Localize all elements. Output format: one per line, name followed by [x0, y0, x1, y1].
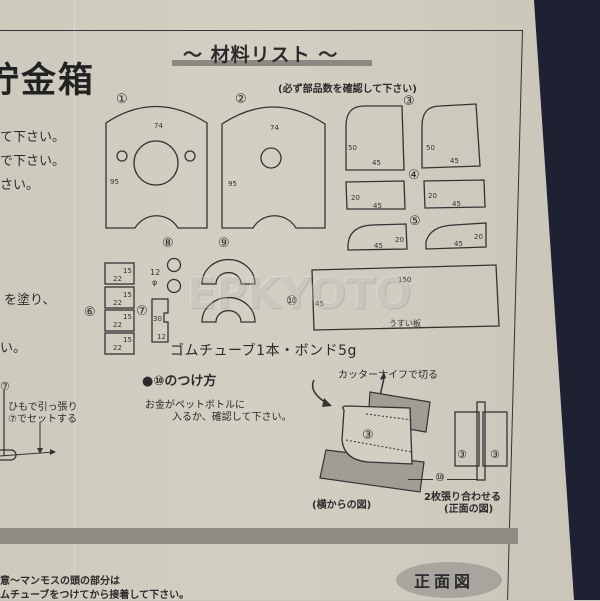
part-2-width: 74	[270, 124, 279, 132]
part-1-height: 95	[110, 178, 119, 186]
part-3-label: ③	[403, 94, 415, 109]
section-divider-bar	[0, 528, 518, 544]
watermark: EPKYOTO	[186, 268, 412, 319]
front-view-diagram	[454, 401, 508, 481]
left-line-3: さい。	[0, 178, 40, 193]
attach-heading: ●⑩のつけ方	[142, 374, 217, 389]
part-4a-height: 20	[351, 194, 360, 202]
left-diagram-lines	[0, 390, 56, 461]
part-3a-height: 50	[348, 144, 357, 152]
extras-note: ゴムチューブ1本・ボンド5g	[170, 343, 357, 359]
part-1-label: ①	[116, 92, 128, 107]
part-5a-height: 20	[395, 236, 404, 244]
part-5b-height: 20	[474, 233, 483, 241]
left-annotation-1: ひもで引っ張り	[8, 402, 78, 413]
part-3-shape-b	[421, 103, 481, 169]
part-6-height-3: 15	[123, 313, 132, 321]
part-10-shape	[311, 264, 500, 331]
cutter-note: カッターナイフで切る	[338, 370, 438, 381]
part-4-label: ④	[408, 168, 420, 183]
front-view-part-label-1: ③	[457, 448, 467, 461]
left-line-4: を塗り、	[4, 293, 56, 308]
part-1-shape	[105, 105, 208, 229]
side-view-diagram	[311, 372, 431, 493]
frame-border-top	[0, 30, 522, 31]
fold-crease	[74, 0, 75, 600]
part-10-width: 150	[398, 276, 412, 284]
part-6-width-2: 22	[113, 299, 122, 307]
front-view-caption-2: (正面の図)	[444, 504, 494, 515]
title-underline-bar	[172, 60, 372, 66]
part-10-material: うすい板	[389, 319, 421, 328]
part-4a-width: 45	[373, 202, 382, 210]
side-view-part-label: ③	[362, 428, 374, 443]
part-3b-height: 50	[426, 144, 435, 152]
part-6-width-4: 22	[113, 344, 122, 352]
attach-note-2: 入るか、確認して下さい。	[172, 412, 292, 423]
part-7-shape	[151, 298, 169, 343]
front-view-badge	[396, 562, 502, 598]
part-5-label: ⑤	[409, 214, 421, 229]
part-5b-width: 45	[454, 240, 463, 248]
front-view-pointer-label: ⑩	[433, 471, 447, 484]
part-6-height-1: 15	[123, 267, 132, 275]
bottom-line-2: ムチューブをつけてから接着して下さい。	[0, 590, 190, 601]
left-line-2: で下さい。	[0, 154, 66, 169]
part-6-shapes	[104, 262, 135, 355]
part-7-width: 12	[157, 333, 166, 341]
left-line-1: て下さい。	[0, 130, 66, 145]
part-6-height-2: 15	[123, 291, 132, 299]
part-3b-width: 45	[450, 157, 459, 165]
left-circle-label: ⑦	[0, 380, 10, 393]
part-9-shapes	[201, 258, 256, 323]
side-view-caption: (横からの図)	[312, 500, 372, 511]
front-view-badge-label: 正面図	[414, 572, 475, 591]
part-6-label: ⑥	[84, 305, 96, 320]
parts-list-subtitle: (必ず部品数を確認して下さい)	[278, 84, 417, 95]
left-annotation-2: ⑦でセットする	[8, 414, 77, 425]
part-2-shape	[221, 106, 326, 229]
part-10-height: 45	[315, 300, 324, 308]
part-9-label: ⑨	[218, 236, 230, 251]
part-8-phi: φ	[152, 278, 158, 287]
part-4-shapes	[345, 179, 486, 210]
part-8-shapes	[166, 257, 182, 294]
part-6-height-4: 15	[123, 336, 132, 344]
part-8-diameter: 12	[150, 268, 161, 277]
part-7-label: ⑦	[136, 304, 148, 319]
part-2-height: 95	[228, 180, 237, 188]
front-view-part-label-2: ③	[490, 448, 500, 461]
part-6-width-3: 22	[113, 321, 122, 329]
part-5a-width: 45	[374, 242, 383, 250]
attach-note-1: お金がペットボトルに	[145, 400, 245, 411]
part-6-width-1: 22	[113, 275, 122, 283]
part-4b-width: 45	[452, 200, 461, 208]
part-5-shapes	[347, 222, 487, 251]
part-2-label: ②	[235, 92, 247, 107]
bottom-line-1: 意～マンモスの頭の部分は	[0, 576, 120, 587]
part-1-width: 74	[154, 122, 163, 130]
title-fragment: 貯金箱	[0, 61, 96, 101]
left-line-5: い。	[0, 341, 27, 356]
frame-border-right	[507, 30, 523, 600]
part-8-label: ⑧	[162, 236, 174, 251]
part-3a-width: 45	[372, 159, 381, 167]
background-surface	[534, 0, 600, 600]
part-10-label: ⑩	[286, 294, 298, 309]
parts-list-title: ～ 材料リスト ～	[183, 44, 339, 66]
part-4b-height: 20	[428, 192, 437, 200]
part-3-shape-a	[345, 105, 405, 171]
front-view-caption-1: 2枚張り合わせる	[424, 492, 501, 503]
part-7-height: 30	[153, 315, 162, 323]
